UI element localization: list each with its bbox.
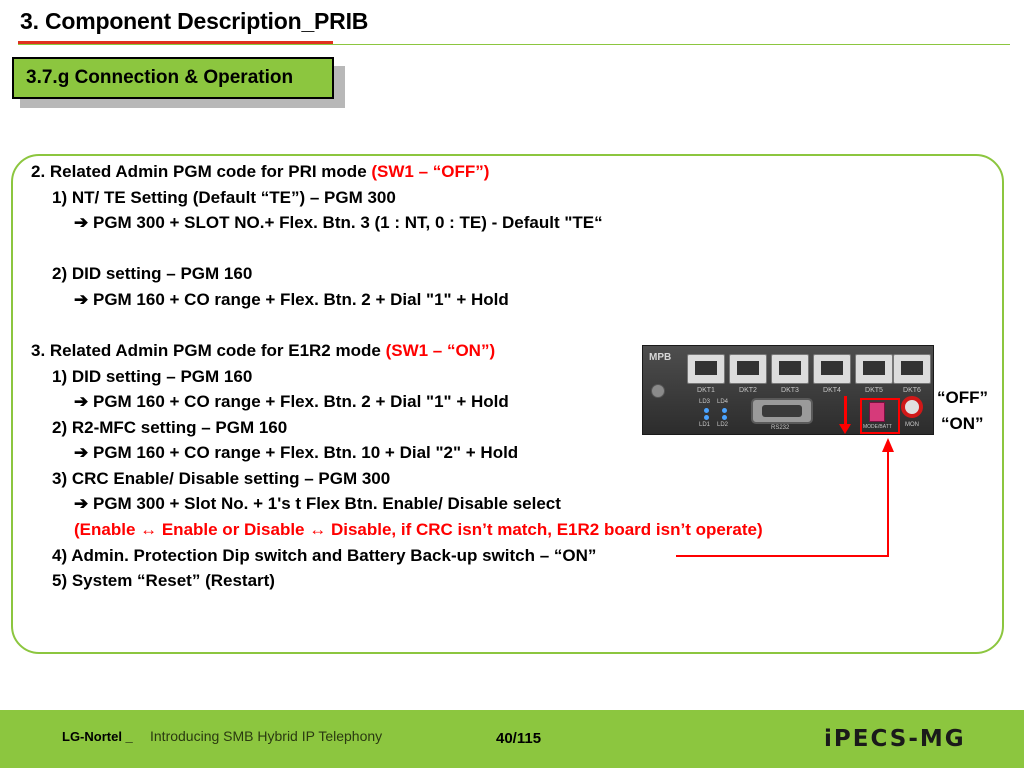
led-label: LD1 <box>699 422 711 428</box>
rj45-port-icon <box>729 354 767 384</box>
pri-item-did: 2) DID setting – PGM 160 <box>52 264 253 283</box>
arrow-icon: ➔ <box>74 213 89 232</box>
footer-bar: LG-Nortel _ Introducing SMB Hybrid IP Te… <box>0 710 1024 768</box>
screw-icon <box>651 384 665 398</box>
footer-company: LG-Nortel _ <box>62 729 133 744</box>
pri-item-nt-te-detail: ➔ PGM 300 + SLOT NO.+ Flex. Btn. 3 (1 : … <box>74 213 603 233</box>
port-label: DKT3 <box>781 387 799 394</box>
rj45-port-icon <box>855 354 893 384</box>
e1r2-item-reset: 5) System “Reset” (Restart) <box>52 571 275 590</box>
page-number: 40/115 <box>496 730 542 747</box>
page-title: 3. Component Description_PRIB <box>20 8 369 34</box>
dip-switch-label: MODE/BATT <box>863 424 892 430</box>
rs232-connector-icon <box>751 398 813 424</box>
led-icon <box>722 408 727 413</box>
port-label: DKT6 <box>903 387 921 394</box>
e1r2-item-crc-note: (Enable ↔ Enable or Disable ↔ Disable, i… <box>74 520 763 539</box>
reset-button-icon <box>901 396 923 418</box>
rj45-port-icon <box>813 354 851 384</box>
rj45-port-icon <box>893 354 931 384</box>
e1r2-heading-text: 3. Related Admin PGM code for E1R2 mode <box>31 341 386 360</box>
content-frame <box>11 154 1004 654</box>
mpb-board-image: MPB DKT1 DKT2 DKT3 DKT4 DKT5 DKT6 LD3 LD… <box>642 345 934 435</box>
arrow-icon: ➔ <box>74 443 89 462</box>
arrow-icon: ➔ <box>74 290 89 309</box>
led-icon <box>722 415 727 420</box>
section-label-box: 3.7.g Connection & Operation <box>12 57 334 99</box>
switch-off-label: “OFF” <box>937 388 988 407</box>
pri-heading-text: 2. Related Admin PGM code for PRI mode <box>31 162 372 181</box>
rs232-label: RS232 <box>771 425 790 431</box>
title-underline-accent <box>18 41 333 44</box>
pri-heading: 2. Related Admin PGM code for PRI mode (… <box>31 162 489 182</box>
board-label: MPB <box>649 352 672 363</box>
detail-text: PGM 160 + CO range + Flex. Btn. 2 + Dial… <box>92 290 509 309</box>
port-label: DKT5 <box>865 387 883 394</box>
mon-label: MON <box>905 422 919 428</box>
led-label: LD4 <box>717 399 729 405</box>
led-label: LD2 <box>717 422 729 428</box>
e1r2-item-crc-detail: ➔ PGM 300 + Slot No. + 1's t Flex Btn. E… <box>74 494 561 514</box>
switch-on-label: “ON” <box>941 414 984 433</box>
port-label: DKT1 <box>697 387 715 394</box>
e1r2-item-did-detail: ➔ PGM 160 + CO range + Flex. Btn. 2 + Di… <box>74 392 509 412</box>
e1r2-item-r2mfc-detail: ➔ PGM 160 + CO range + Flex. Btn. 10 + D… <box>74 443 518 463</box>
pri-item-nt-te: 1) NT/ TE Setting (Default “TE”) – PGM 3… <box>52 188 396 207</box>
ipecs-logo: iPECS-MG <box>824 726 966 752</box>
port-label: DKT2 <box>739 387 757 394</box>
dip-switch-highlight <box>860 398 900 434</box>
e1r2-item-r2mfc: 2) R2-MFC setting – PGM 160 <box>52 418 288 437</box>
section-label: 3.7.g Connection & Operation <box>26 67 294 88</box>
e1r2-item-did: 1) DID setting – PGM 160 <box>52 367 253 386</box>
detail-text: PGM 300 + SLOT NO.+ Flex. Btn. 3 (1 : NT… <box>92 213 603 232</box>
port-label: DKT4 <box>823 387 841 394</box>
pri-switch-state: (SW1 – “OFF”) <box>371 162 490 181</box>
detail-text: PGM 160 + CO range + Flex. Btn. 2 + Dial… <box>92 392 509 411</box>
down-arrow-icon <box>839 396 851 434</box>
content-body: 2. Related Admin PGM code for PRI mode (… <box>31 162 763 590</box>
arrow-icon: ➔ <box>74 392 89 411</box>
e1r2-item-crc: 3) CRC Enable/ Disable setting – PGM 300 <box>52 469 391 488</box>
arrow-icon: ➔ <box>74 494 89 513</box>
rj45-port-icon <box>687 354 725 384</box>
dip-switch-icon <box>869 402 885 422</box>
detail-text: PGM 160 + CO range + Flex. Btn. 10 + Dia… <box>92 443 519 462</box>
led-icon <box>704 415 709 420</box>
detail-text: PGM 300 + Slot No. + 1's t Flex Btn. Ena… <box>92 494 561 513</box>
e1r2-heading: 3. Related Admin PGM code for E1R2 mode … <box>31 341 495 361</box>
pri-item-did-detail: ➔ PGM 160 + CO range + Flex. Btn. 2 + Di… <box>74 290 509 310</box>
title-underline-rule <box>18 44 1010 45</box>
led-label: LD3 <box>699 399 711 405</box>
rj45-port-icon <box>771 354 809 384</box>
led-icon <box>704 408 709 413</box>
e1r2-switch-state: (SW1 – “ON”) <box>385 341 496 360</box>
footer-tagline: Introducing SMB Hybrid IP Telephony <box>150 728 383 744</box>
e1r2-item-protection: 4) Admin. Protection Dip switch and Batt… <box>52 546 597 565</box>
